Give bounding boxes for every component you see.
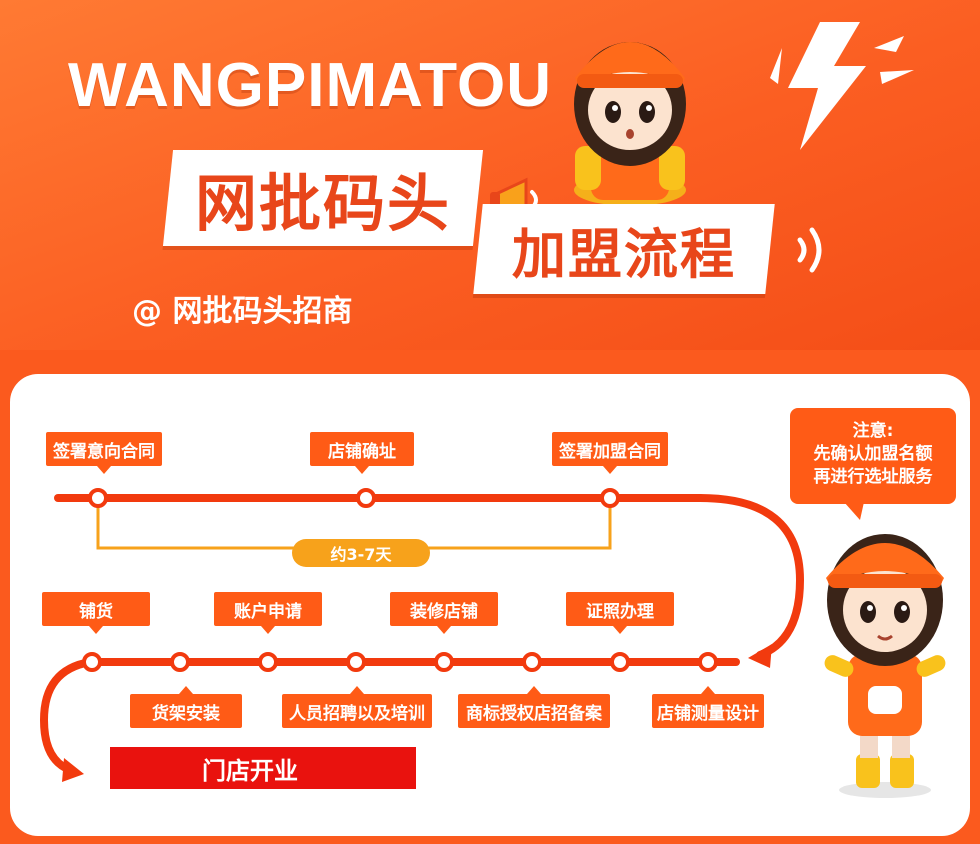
note-bubble: 注意: 先确认加盟名额 再进行选址服务 bbox=[790, 408, 956, 520]
mascot-figure bbox=[824, 534, 946, 798]
step-store-renovation: 装修店铺 bbox=[390, 592, 498, 634]
node-row2 bbox=[82, 652, 718, 672]
final-store-opening: 门店开业 bbox=[110, 747, 416, 789]
brand-english-title: WANGPIMATOU bbox=[68, 51, 553, 120]
note-line-2: 再进行选址服务 bbox=[813, 467, 933, 487]
sound-wave-icon bbox=[797, 227, 822, 273]
brand-handle: @ 网批码头招商 bbox=[132, 294, 353, 329]
note-line-1: 先确认加盟名额 bbox=[813, 444, 933, 464]
step-confirm-location: 店铺确址 bbox=[310, 432, 414, 474]
arrow-head-right bbox=[748, 644, 772, 668]
step-license-processing: 证照办理 bbox=[566, 592, 674, 634]
step-account-application: 账户申请 bbox=[214, 592, 322, 634]
step-sign-intent-contract: 签署意向合同 bbox=[46, 432, 162, 474]
step-trademark-filing: 商标授权店招备案 bbox=[458, 686, 610, 728]
duration-badge: 约3-7天 bbox=[292, 539, 430, 567]
lightning-icon bbox=[770, 22, 914, 150]
step-stocking: 铺货 bbox=[42, 592, 150, 634]
step-staff-recruitment: 人员招聘以及培训 bbox=[282, 686, 432, 728]
note-title: 注意: bbox=[852, 421, 894, 441]
arrow-head-final bbox=[62, 758, 84, 782]
mascot-girl bbox=[574, 42, 686, 206]
timeline-connector bbox=[696, 494, 805, 659]
timeline-final-connector bbox=[39, 658, 94, 774]
step-sign-franchise-contract: 签署加盟合同 bbox=[552, 432, 668, 474]
step-shelf-installation: 货架安装 bbox=[130, 686, 242, 728]
step-store-measurement: 店铺测量设计 bbox=[652, 686, 764, 728]
node-row1 bbox=[88, 488, 620, 508]
